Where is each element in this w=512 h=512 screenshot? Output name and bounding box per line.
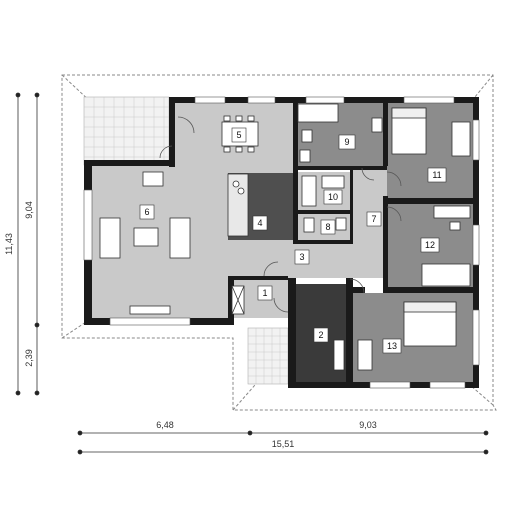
svg-text:4: 4 [257,218,262,228]
svg-text:2: 2 [318,330,323,340]
dimension-bottom-left: 6,48 [156,420,174,430]
svg-text:12: 12 [425,240,435,250]
sink-9 [371,117,383,133]
windows [83,96,480,389]
dimension-bottom-total: 15,51 [272,439,295,449]
svg-text:7: 7 [371,214,376,224]
room-label-12: 12 [420,237,440,253]
terrace-top-left [83,96,170,166]
doors [159,116,402,313]
room-label-3: 3 [294,249,310,265]
toilet-9 [301,129,313,143]
svg-text:10: 10 [328,192,338,202]
room-label-4: 4 [252,215,268,231]
svg-text:3: 3 [299,252,304,262]
svg-text:11: 11 [432,170,441,180]
svg-text:5: 5 [236,130,241,140]
room-labels: 1 2 3 4 5 6 7 8 9 10 11 12 13 [139,127,447,354]
sofa-right [169,217,191,259]
svg-text:13: 13 [387,341,397,351]
room-label-11: 11 [427,167,447,183]
room-label-1: 1 [257,285,273,301]
room-label-6: 6 [139,204,155,220]
svg-text:1: 1 [262,288,267,298]
coffee-table [133,227,159,247]
bed-12 [421,263,471,287]
room-label-5: 5 [231,127,247,143]
dimension-left-total: 11,43 [4,233,14,255]
dimension-left-main: 9,04 [24,201,34,219]
tv-cabinet [129,305,171,315]
room-3-floor [228,240,353,278]
svg-text:9: 9 [344,137,349,147]
entrance-porch [247,327,289,385]
room-label-8: 8 [320,219,336,235]
fireplace [142,171,164,187]
dimension-left-lower: 2,39 [24,349,34,367]
room-label-2: 2 [313,327,329,343]
dimension-bottom-right: 9,03 [359,420,377,430]
furniture [99,103,471,371]
room-label-9: 9 [338,134,356,150]
svg-text:6: 6 [144,207,149,217]
dimension-lines [15,92,489,455]
room-label-10: 10 [323,189,343,205]
sofa-left [99,217,121,259]
room-label-13: 13 [382,338,402,354]
room-label-7: 7 [366,211,382,227]
svg-text:8: 8 [325,222,330,232]
bathtub [297,103,339,123]
